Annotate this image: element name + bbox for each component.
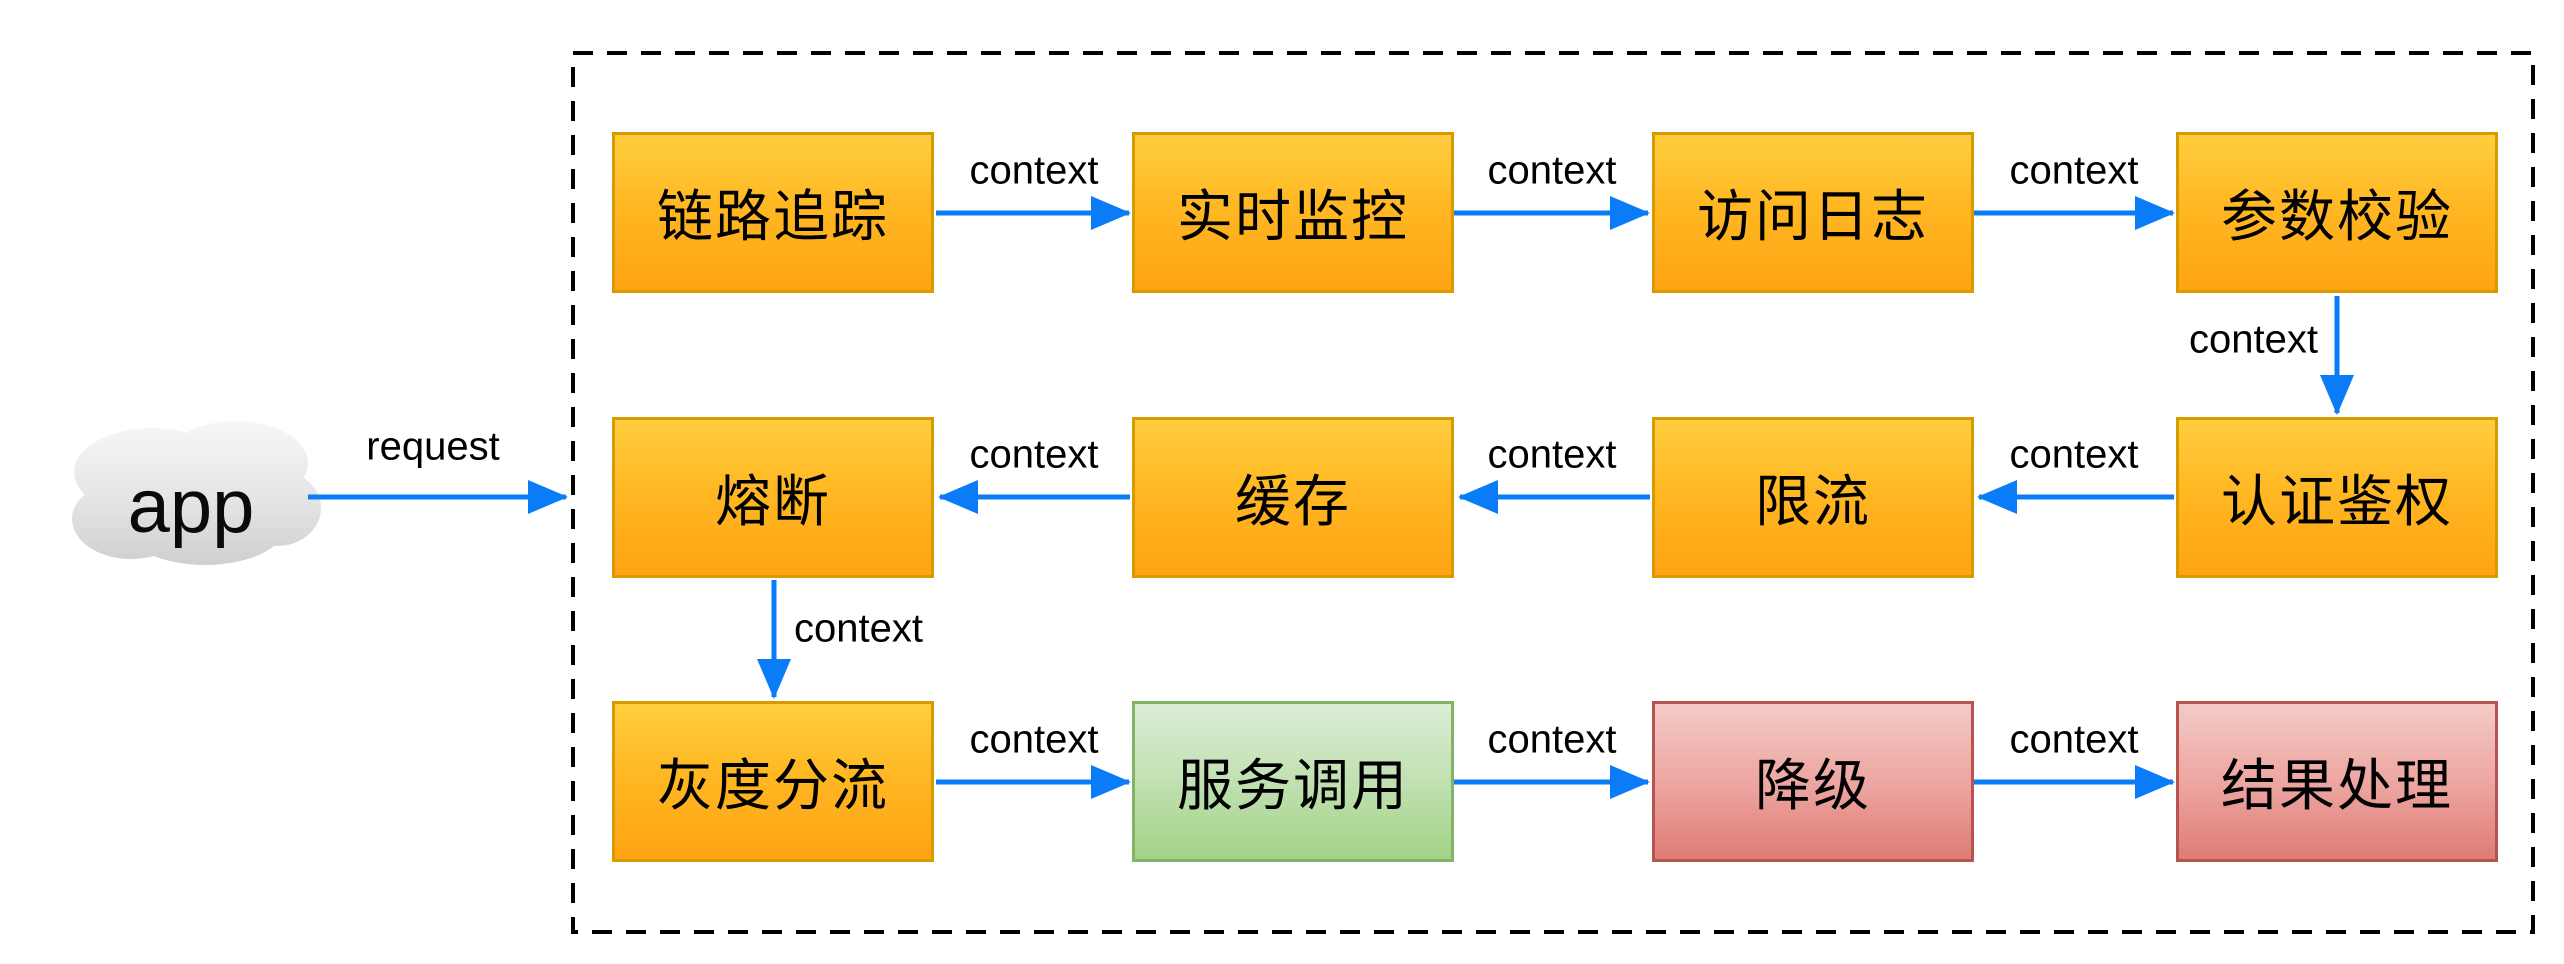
node-service-call: 服务调用 [1132, 701, 1454, 862]
edge-label-context-11: context [2009, 717, 2139, 762]
node-degrade: 降级 [1652, 701, 1974, 862]
node-label: 链路追踪 [657, 185, 889, 248]
edge-label-request: request [366, 424, 500, 469]
node-label: 认证鉴权 [2221, 470, 2453, 533]
node-label: 服务调用 [1177, 754, 1409, 817]
node-auth: 认证鉴权 [2176, 417, 2498, 578]
node-label: 熔断 [715, 470, 831, 533]
edge-label-context-4: context [2189, 317, 2318, 362]
node-label: 限流 [1755, 470, 1871, 533]
node-label: 缓存 [1235, 470, 1351, 533]
edge-label-context-3: context [2009, 148, 2139, 193]
edge-label-context-1: context [969, 148, 1099, 193]
node-label: 参数校验 [2221, 185, 2453, 248]
edge-label-context-8: context [794, 606, 923, 651]
edge-label-context-9: context [969, 717, 1099, 762]
edge-label-context-10: context [1487, 717, 1617, 762]
edge-label-context-5: context [2009, 432, 2139, 477]
node-rate-limit: 限流 [1652, 417, 1974, 578]
node-result-handling: 结果处理 [2176, 701, 2498, 862]
edge-label-context-7: context [969, 432, 1099, 477]
node-gray-split: 灰度分流 [612, 701, 934, 862]
node-label: 访问日志 [1697, 185, 1929, 248]
cloud-shape [72, 421, 321, 565]
node-access-log: 访问日志 [1652, 132, 1974, 293]
node-circuit-breaker: 熔断 [612, 417, 934, 578]
gateway-container-border [571, 51, 2535, 934]
edge-label-context-2: context [1487, 148, 1617, 193]
node-label: 灰度分流 [657, 754, 889, 817]
node-link-tracing: 链路追踪 [612, 132, 934, 293]
node-label: 降级 [1755, 754, 1871, 817]
node-param-validation: 参数校验 [2176, 132, 2498, 293]
node-label: 实时监控 [1177, 185, 1409, 248]
node-cache: 缓存 [1132, 417, 1454, 578]
cloud-app-label: app [127, 463, 255, 549]
edge-label-context-6: context [1487, 432, 1617, 477]
node-realtime-monitoring: 实时监控 [1132, 132, 1454, 293]
node-label: 结果处理 [2221, 754, 2453, 817]
